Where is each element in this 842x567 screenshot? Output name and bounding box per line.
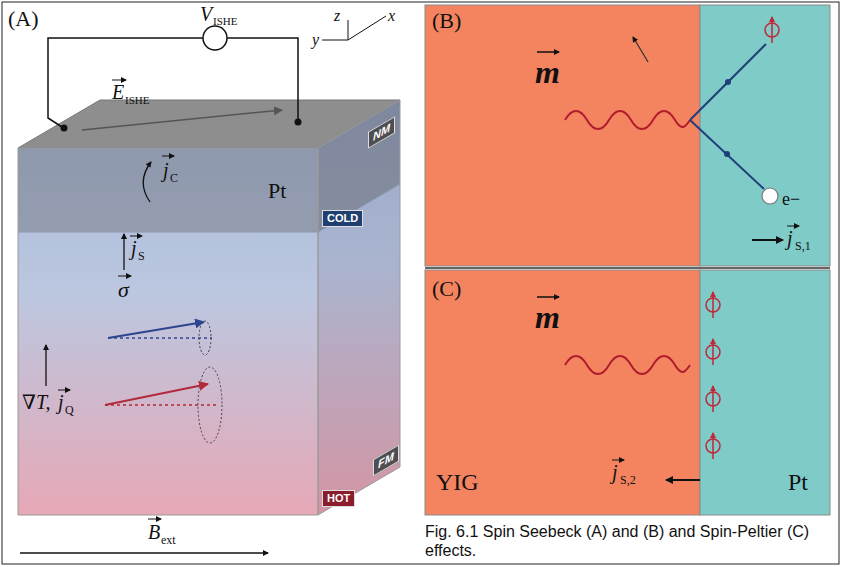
voltage-symbol: V	[200, 4, 212, 24]
gradient-symbol: ∇T,	[22, 392, 51, 412]
subscript: Q	[65, 404, 74, 416]
field-symbol: B	[148, 522, 160, 542]
temperature-tag: COLD	[322, 210, 363, 227]
current-symbol: j	[131, 238, 137, 258]
field-symbol: E	[112, 82, 124, 102]
axis-label: x	[388, 8, 395, 24]
spin-symbol: σ	[118, 279, 129, 301]
temperature-tag: HOT	[322, 490, 355, 507]
tag-text: COLD	[327, 213, 358, 224]
figure-caption: Fig. 6.1 Spin Seebeck (A) and (B) and Sp…	[425, 522, 833, 560]
axis-label: y	[312, 32, 319, 48]
subscript: S,1	[795, 240, 811, 252]
subscript: S,2	[620, 474, 636, 486]
current-symbol: j	[58, 392, 64, 412]
subscript: ISHE	[125, 95, 149, 106]
magnetization-symbol: m	[535, 301, 560, 333]
material-name: Pt	[788, 470, 808, 494]
tag-text: HOT	[327, 493, 350, 504]
current-symbol: j	[163, 160, 169, 180]
current-symbol: j	[612, 462, 618, 482]
panel-letter: (A)	[8, 8, 39, 30]
layer-name: Pt	[268, 180, 286, 202]
panel-letter: (C)	[432, 278, 461, 300]
panel-letter: (B)	[432, 10, 461, 32]
subscript: S	[138, 250, 145, 262]
magnetization-symbol: m	[535, 56, 560, 88]
material-name: YIG	[436, 470, 479, 494]
electron-label: e−	[782, 190, 800, 208]
subscript: ISHE	[213, 16, 237, 27]
axis-label: z	[334, 8, 340, 24]
subscript: ext	[161, 534, 176, 546]
subscript: C	[170, 172, 178, 184]
current-symbol: j	[787, 228, 793, 248]
